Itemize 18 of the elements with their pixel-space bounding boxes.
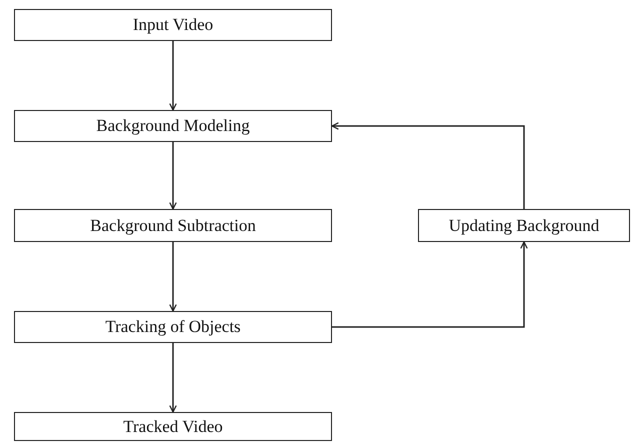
process-box bbox=[14, 412, 332, 441]
process-box bbox=[14, 209, 332, 242]
process-box bbox=[14, 9, 332, 41]
box-label: Tracking of Objects bbox=[105, 317, 241, 337]
arrow bbox=[169, 343, 177, 413]
arrow bbox=[331, 122, 525, 209]
arrow bbox=[169, 142, 177, 210]
process-box bbox=[14, 311, 332, 343]
box-label: Background Subtraction bbox=[90, 216, 256, 236]
arrow bbox=[332, 241, 528, 328]
box-label: Tracked Video bbox=[123, 416, 223, 436]
arrow bbox=[169, 41, 177, 111]
arrow bbox=[169, 242, 177, 312]
process-box bbox=[418, 209, 630, 242]
box-label: Updating Background bbox=[448, 216, 600, 236]
box-label: Background Modeling bbox=[96, 116, 250, 136]
process-box bbox=[14, 110, 332, 142]
box-label: Input Video bbox=[132, 15, 214, 35]
